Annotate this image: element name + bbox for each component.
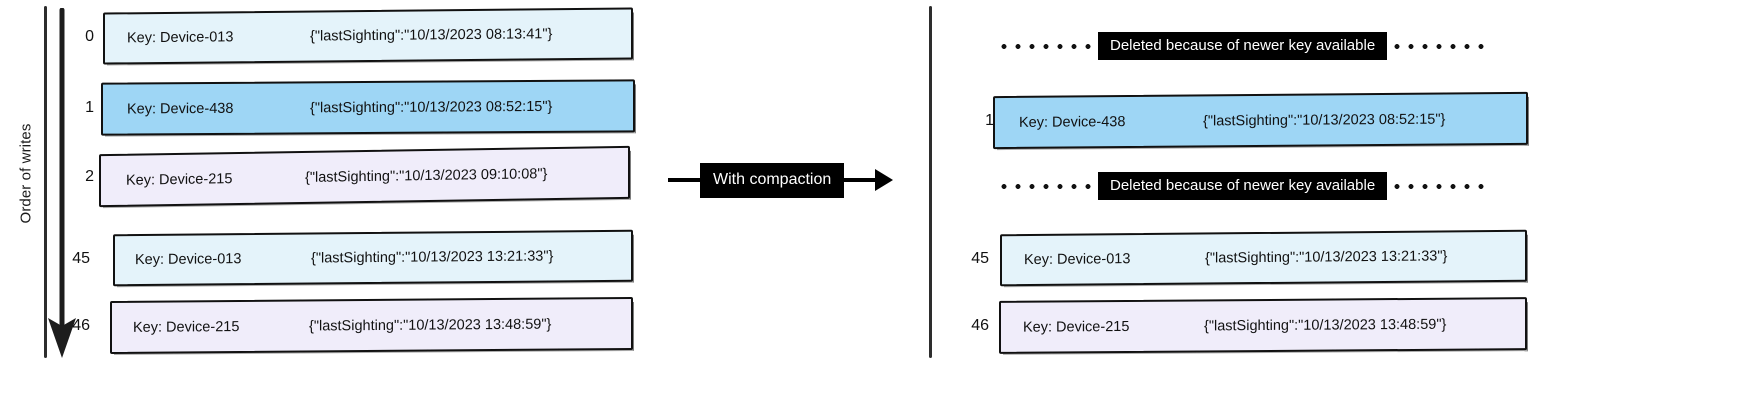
with-compaction-transition: With compaction [668, 158, 894, 202]
record-value-left-0: {"lastSighting":"10/13/2023 08:13:41"} [310, 26, 553, 45]
dotted-line-left-middle [994, 183, 1098, 189]
right-arrow-icon [875, 169, 894, 191]
record-value-left-1: {"lastSighting":"10/13/2023 08:52:15"} [310, 98, 553, 116]
axis-label-order-of-writes: Order of writes [17, 123, 35, 224]
panel-divider-right [929, 6, 932, 358]
record-value-right-45: {"lastSighting":"10/13/2023 13:21:33"} [1205, 248, 1448, 267]
record-key-right-46: Key: Device-215 [1023, 318, 1130, 336]
record-value-right-46: {"lastSighting":"10/13/2023 13:48:59"} [1204, 316, 1447, 334]
deleted-note-middle: Deleted because of newer key available [1098, 172, 1388, 201]
row-index-left-46: 46 [72, 317, 90, 334]
down-arrow-icon [48, 8, 76, 358]
record-key-left-45: Key: Device-013 [135, 251, 242, 269]
record-key-right-1: Key: Device-438 [1019, 113, 1126, 131]
record-value-left-46: {"lastSighting":"10/13/2023 13:48:59"} [309, 316, 552, 334]
dotted-line-left-top [994, 43, 1098, 49]
dotted-line-right-top [1387, 43, 1492, 49]
record-box-right-45: Key: Device-013 {"lastSighting":"10/13/2… [1000, 229, 1527, 287]
dotted-line-right-middle [1387, 183, 1492, 189]
record-key-right-45: Key: Device-013 [1024, 251, 1131, 269]
panel-divider-left [44, 6, 47, 358]
record-value-right-1: {"lastSighting":"10/13/2023 08:52:15"} [1203, 111, 1446, 129]
record-key-left-46: Key: Device-215 [133, 318, 240, 336]
compaction-line-right [844, 178, 877, 182]
deleted-marker-middle: Deleted because of newer key available [994, 172, 1709, 201]
row-index-left-45: 45 [72, 250, 90, 267]
row-index-right-1: 1 [985, 112, 994, 129]
row-index-right-46: 46 [971, 317, 989, 334]
record-key-left-0: Key: Device-013 [127, 29, 234, 47]
deleted-note-top: Deleted because of newer key available [1098, 32, 1388, 61]
with-compaction-label: With compaction [700, 162, 845, 198]
record-value-left-45: {"lastSighting":"10/13/2023 13:21:33"} [311, 248, 554, 267]
record-box-right-1: Key: Device-438 {"lastSighting":"10/13/2… [993, 91, 1528, 150]
row-index-left-1: 1 [85, 99, 94, 116]
row-index-left-0: 0 [85, 28, 94, 45]
record-box-right-46: Key: Device-215 {"lastSighting":"10/13/2… [999, 297, 1527, 354]
record-box-left-46: Key: Device-215 {"lastSighting":"10/13/2… [110, 296, 633, 355]
deleted-marker-top: Deleted because of newer key available [994, 32, 1709, 61]
row-index-left-2: 2 [85, 168, 94, 185]
record-box-left-0: Key: Device-013 {"lastSighting":"10/13/2… [103, 7, 633, 65]
compaction-line-left [668, 178, 700, 182]
record-box-left-2: Key: Device-215 {"lastSighting":"10/13/2… [99, 145, 630, 208]
record-key-left-1: Key: Device-438 [127, 100, 234, 117]
row-index-right-45: 45 [971, 250, 989, 267]
record-box-left-45: Key: Device-013 {"lastSighting":"10/13/2… [113, 229, 633, 287]
record-key-left-2: Key: Device-215 [126, 170, 233, 189]
record-value-left-2: {"lastSighting":"10/13/2023 09:10:08"} [305, 165, 548, 186]
record-box-left-1: Key: Device-438 {"lastSighting":"10/13/2… [101, 79, 635, 136]
